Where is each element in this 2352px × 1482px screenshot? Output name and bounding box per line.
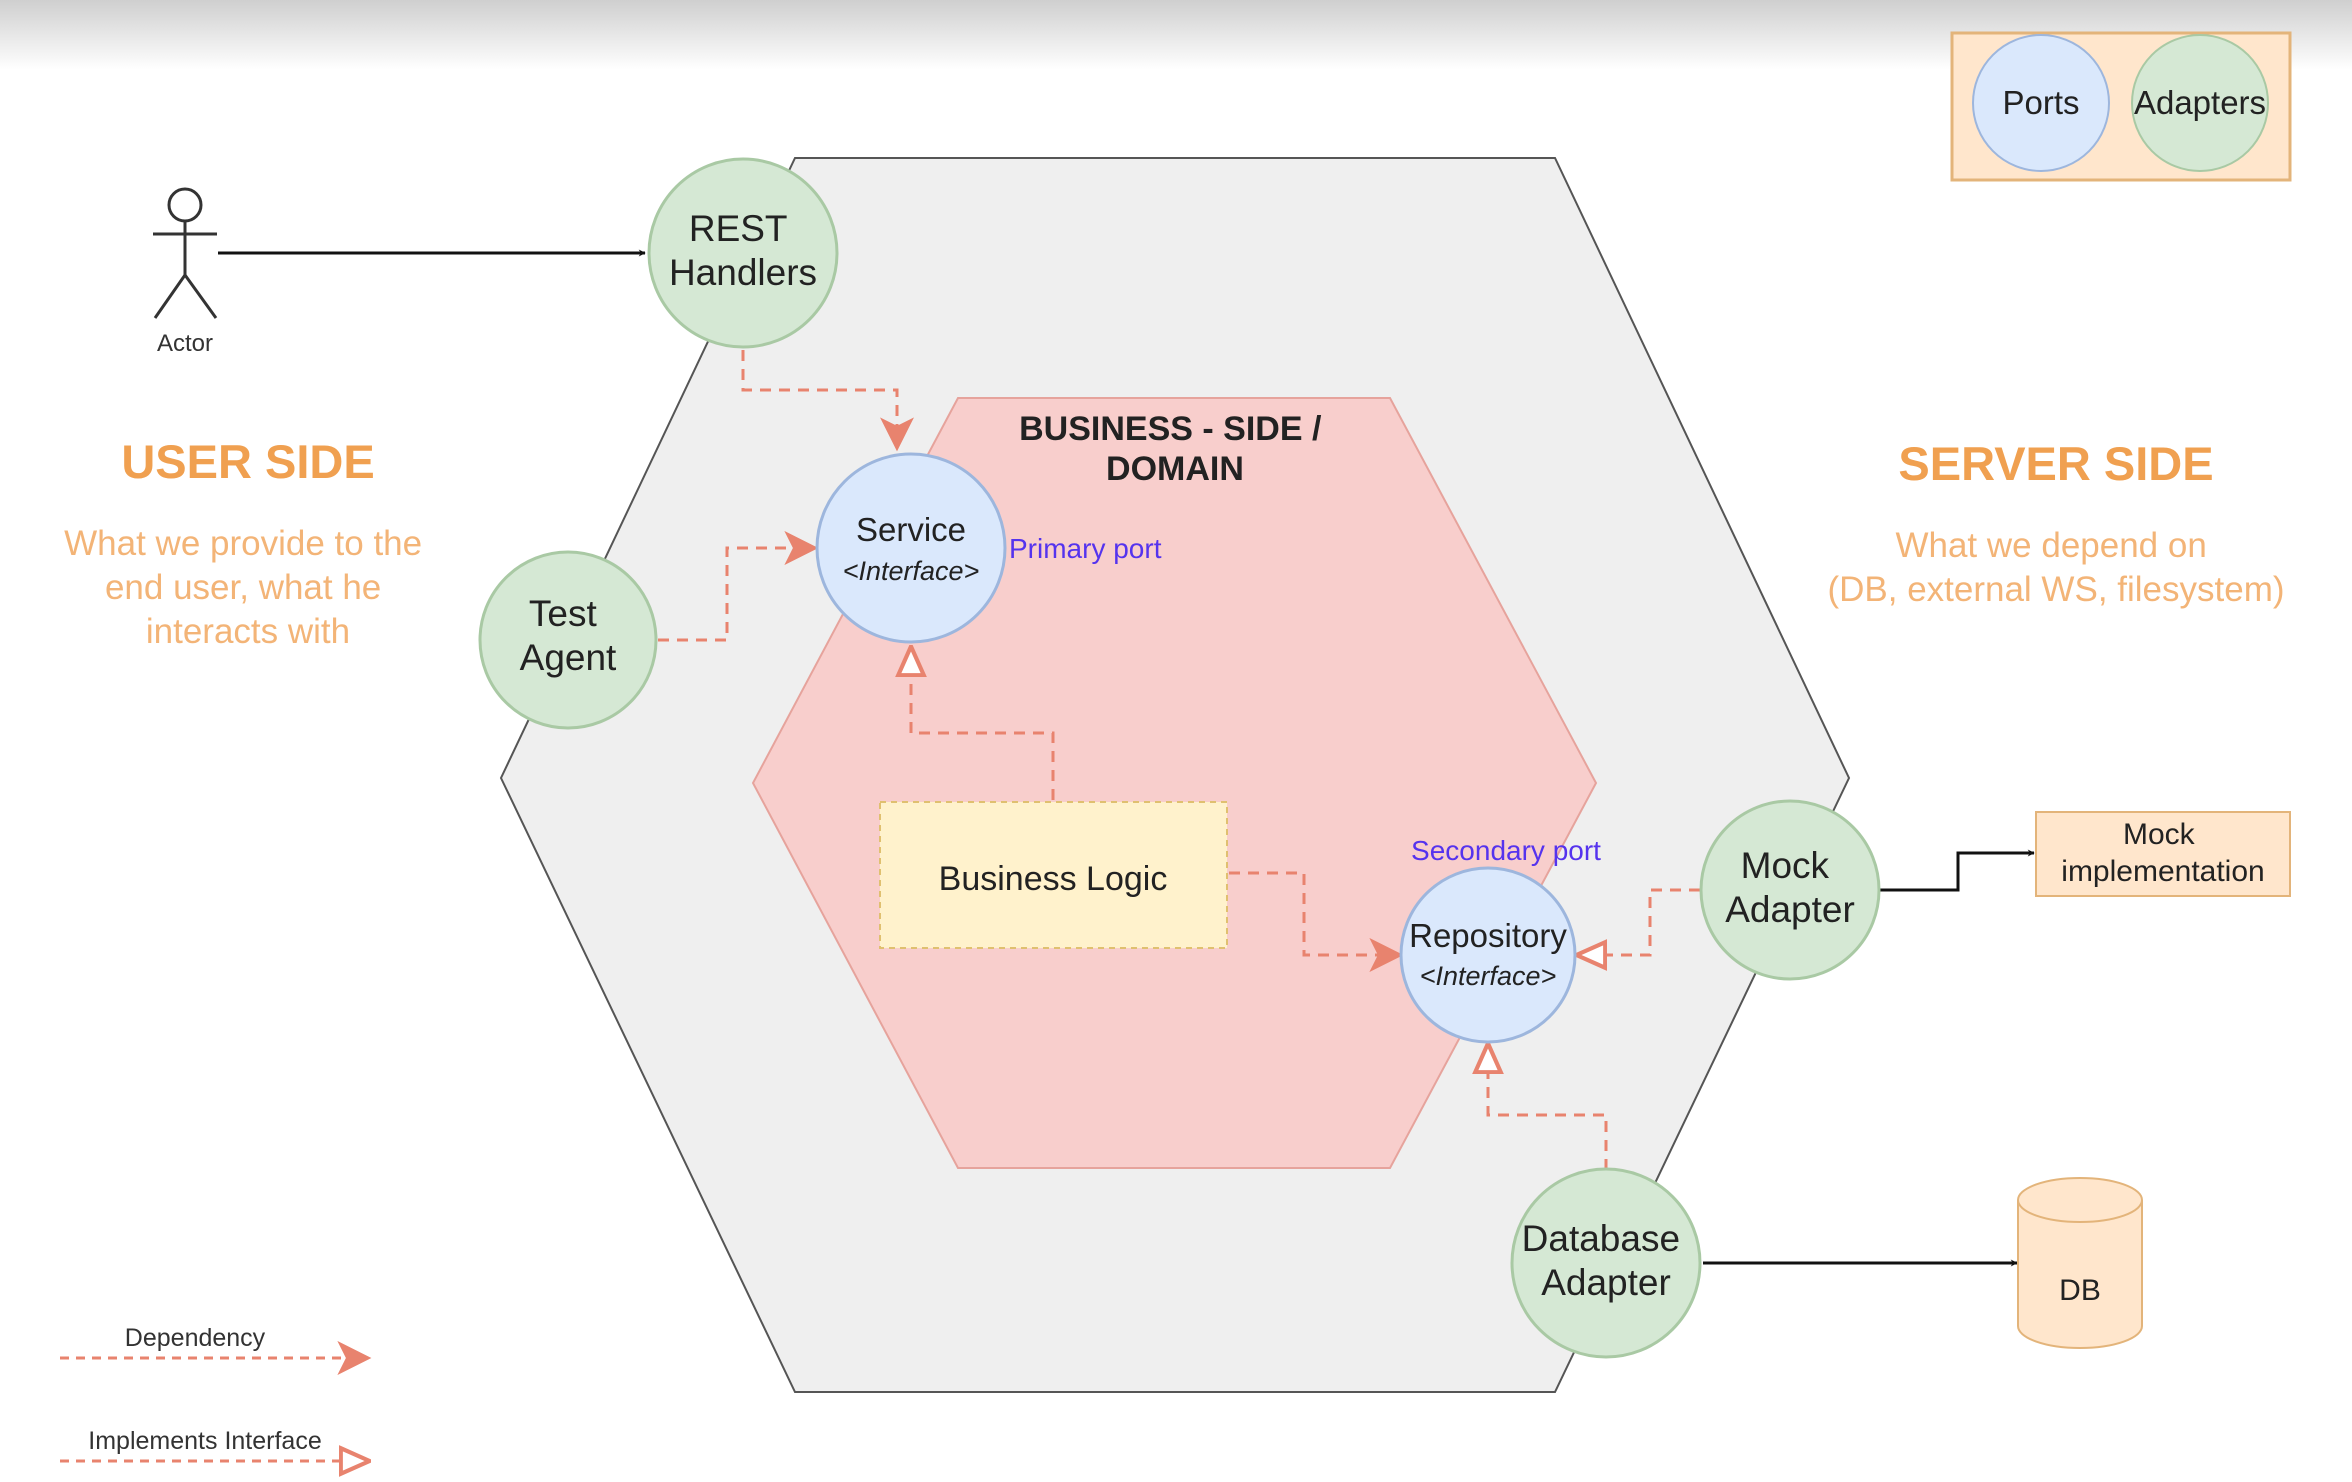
- server-side-description: What we depend on (DB, external WS, file…: [1827, 526, 2284, 609]
- legend-dependency-label: Dependency: [125, 1324, 266, 1352]
- mock-adapter-label: Mock Adapter: [1725, 845, 1855, 930]
- actor-label: Actor: [157, 330, 213, 357]
- rest-to-service-dependency: [741, 350, 914, 452]
- mock-adapter[interactable]: Mock Adapter: [1699, 799, 1881, 981]
- secondary-port-tag: Secondary port: [1411, 835, 1601, 866]
- rest-handlers-label: REST Handlers: [669, 208, 817, 293]
- db-label: DB: [2059, 1274, 2101, 1307]
- legend-dependency: Dependency: [60, 1324, 372, 1375]
- legend-ports-label: Ports: [2002, 84, 2079, 121]
- user-side-title: USER SIDE: [121, 435, 374, 488]
- test-agent-adapter[interactable]: Test Agent: [478, 550, 658, 730]
- mock-to-impl-arrow: [1880, 849, 2035, 892]
- legend-adapters-label: Adapters: [2134, 84, 2266, 121]
- service-port-stereotype: <Interface>: [843, 556, 980, 586]
- domain-title-line-1: BUSINESS - SIDE /: [1019, 410, 1322, 448]
- test-agent-label: Test Agent: [520, 593, 617, 678]
- db-implements-repository: [1488, 1045, 1608, 1170]
- user-side-description: What we provide to the end user, what he…: [64, 524, 432, 651]
- logic-implements-service: [911, 648, 1055, 800]
- domain-title: BUSINESS - SIDE / DOMAIN: [1019, 410, 1331, 488]
- business-logic-box[interactable]: [879, 801, 1228, 949]
- database-adapter-label: Database Adapter: [1522, 1218, 1691, 1303]
- test-to-service-dependency: [658, 531, 819, 642]
- rest-handlers-adapter[interactable]: REST Handlers: [647, 157, 839, 349]
- primary-port-tag: Primary port: [1009, 533, 1162, 564]
- repository-port-name: Repository: [1409, 917, 1567, 954]
- legend-implements-interface: Implements Interface: [60, 1427, 368, 1461]
- mock-implements-repository: [1578, 888, 1700, 955]
- database-adapter[interactable]: Database Adapter: [1510, 1167, 1702, 1359]
- logic-to-repository-dependency: [1229, 871, 1404, 972]
- database-cylinder[interactable]: DB: [2017, 1177, 2143, 1349]
- mock-implementation-label: Mock implementation: [2061, 818, 2264, 888]
- service-port-name: Service: [856, 511, 966, 548]
- domain-title-line-2: DOMAIN: [1106, 450, 1244, 488]
- service-port[interactable]: Service <Interface>: [815, 452, 1007, 644]
- repository-port[interactable]: Repository <Interface>: [1399, 866, 1577, 1044]
- legend-implements-label: Implements Interface: [88, 1427, 321, 1455]
- repository-port-stereotype: <Interface>: [1420, 961, 1557, 991]
- business-logic-label: Business Logic: [939, 860, 1168, 898]
- mock-implementation-box[interactable]: Mock implementation: [2035, 811, 2291, 897]
- legend-ports-adapters: Ports Adapters: [1950, 31, 2292, 182]
- server-side-title: SERVER SIDE: [1898, 437, 2213, 490]
- actor-icon[interactable]: [153, 187, 218, 319]
